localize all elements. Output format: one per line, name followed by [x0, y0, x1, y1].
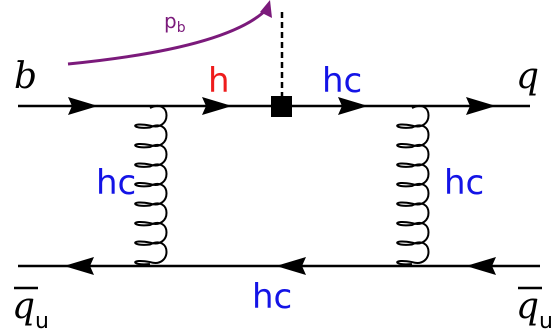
momentum-arrowhead-icon — [260, 0, 272, 18]
arrow-h-icon — [202, 97, 232, 115]
label-hc-top: hc — [322, 61, 362, 101]
momentum-flow-arrow — [67, 6, 270, 66]
label-q: q — [516, 56, 539, 97]
arrow-hc-top-icon — [338, 97, 368, 115]
arrow-q-icon — [466, 97, 496, 115]
label-qbar-right: qu — [516, 286, 553, 334]
momentum-label: pb — [164, 9, 186, 36]
gluon-right — [396, 105, 430, 266]
label-hc-gluon-right: hc — [444, 163, 484, 203]
arrow-qbar-left-icon — [64, 257, 94, 275]
label-h: h — [208, 61, 230, 101]
arrow-b-icon — [68, 97, 98, 115]
label-hc-bottom: hc — [252, 277, 292, 317]
svg-text:qu: qu — [516, 286, 553, 334]
arrow-qbar-right-icon — [466, 257, 496, 275]
label-b: b — [14, 56, 37, 97]
label-hc-gluon-left: hc — [96, 163, 136, 203]
svg-text:qu: qu — [12, 286, 49, 334]
vertex-square-icon — [271, 96, 292, 117]
label-qbar-left: qu — [12, 286, 49, 334]
gluon-left — [134, 105, 168, 266]
arrow-hc-bottom-icon — [276, 257, 306, 275]
